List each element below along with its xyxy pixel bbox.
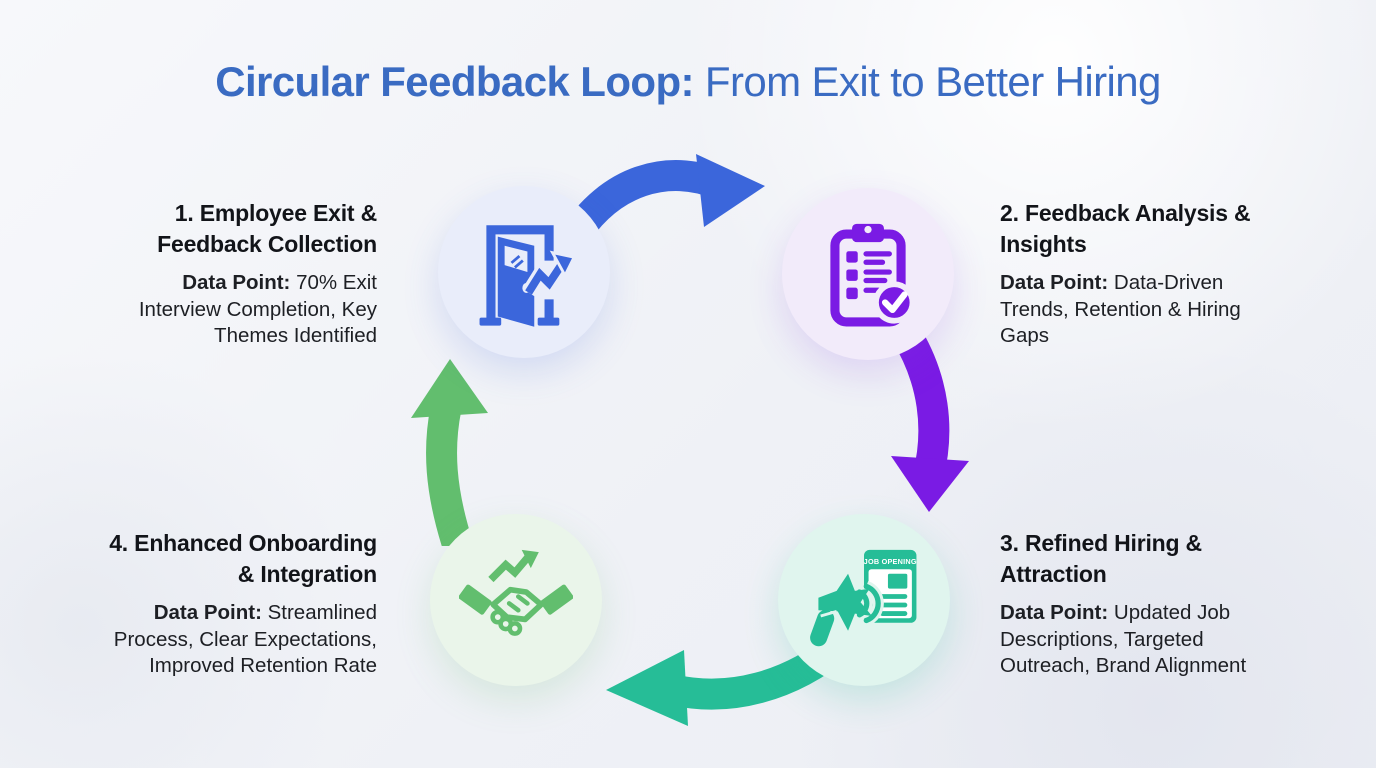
page-title: Circular Feedback Loop:From Exit to Bett… bbox=[0, 58, 1376, 106]
megaphone-job-opening-icon: JOB OPENING bbox=[810, 549, 917, 647]
clipboard-checklist-icon bbox=[830, 223, 916, 327]
stage1-data-point: Data Point: 70% Exit Interview Completio… bbox=[109, 270, 377, 349]
stage3-heading: 3. Refined Hiring & Attraction bbox=[1000, 530, 1202, 587]
stage3-data-point-label: Data Point: bbox=[1000, 601, 1109, 625]
stage1-text-block: 1. Employee Exit & Feedback Collection D… bbox=[85, 198, 377, 349]
stage2-data-point: Data Point: Data-Driven Trends, Retentio… bbox=[1000, 270, 1268, 349]
page-title-lead: Circular Feedback Loop: bbox=[215, 58, 694, 105]
stage1-icon-bubble bbox=[438, 186, 610, 358]
stage4-data-point-text: Streamlined Process, Clear Expectations,… bbox=[113, 601, 377, 678]
stage4-icon-bubble bbox=[430, 514, 602, 686]
stage2-text-block: 2. Feedback Analysis & Insights Data Poi… bbox=[1000, 198, 1280, 349]
stage1-heading: 1. Employee Exit & Feedback Collection bbox=[157, 200, 377, 257]
stage2-icon-bubble bbox=[782, 188, 954, 360]
stage1-data-point-text: 70% Exit Interview Completion, Key Theme… bbox=[138, 271, 377, 348]
stage3-data-point: Data Point: Updated Job Descriptions, Ta… bbox=[1000, 600, 1278, 679]
handshake-growth-icon bbox=[459, 549, 573, 636]
flow-arrow-stage4-to-stage1 bbox=[411, 359, 488, 546]
stage4-heading: 4. Enhanced Onboarding & Integration bbox=[109, 530, 377, 587]
stage3-data-point-text: Updated Job Descriptions, Targeted Outre… bbox=[1000, 601, 1247, 678]
page-title-rest: From Exit to Better Hiring bbox=[704, 58, 1161, 105]
stage2-data-point-label: Data Point: bbox=[1000, 271, 1109, 295]
flow-arrow-stage2-to-stage3 bbox=[891, 330, 969, 512]
stage3-icon-bubble: JOB OPENING bbox=[778, 514, 950, 686]
stage2-heading: 2. Feedback Analysis & Insights bbox=[1000, 200, 1251, 257]
stage4-text-block: 4. Enhanced Onboarding & Integration Dat… bbox=[70, 528, 377, 679]
exit-door-trend-icon bbox=[479, 225, 577, 327]
stage4-data-point: Data Point: Streamlined Process, Clear E… bbox=[77, 600, 377, 679]
stage1-data-point-label: Data Point: bbox=[182, 271, 291, 295]
stage3-text-block: 3. Refined Hiring & Attraction Data Poin… bbox=[1000, 528, 1292, 679]
job-opening-card-label: JOB OPENING bbox=[864, 557, 917, 566]
stage4-data-point-label: Data Point: bbox=[153, 601, 262, 625]
stage2-data-point-text: Data-Driven Trends, Retention & Hiring G… bbox=[1000, 271, 1241, 348]
